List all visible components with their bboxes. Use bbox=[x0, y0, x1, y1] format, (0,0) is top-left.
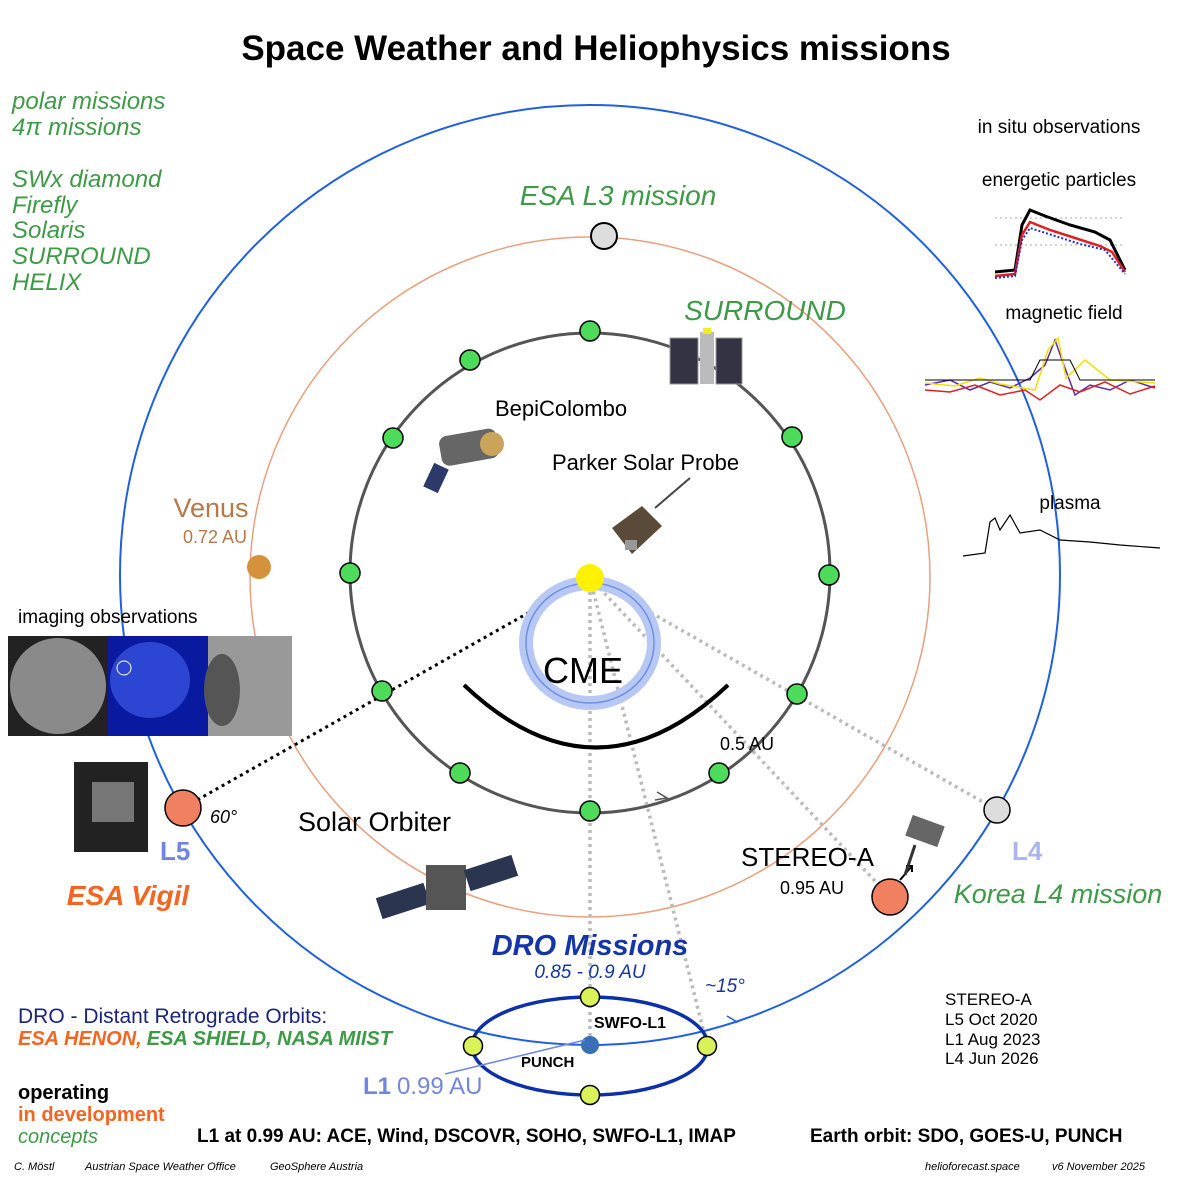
concept-item: polar missions bbox=[11, 88, 165, 115]
venus-distance: 0.72 AU bbox=[183, 527, 247, 547]
cme-label: CME bbox=[543, 650, 623, 691]
earth-icon bbox=[581, 1036, 599, 1054]
stereo-history-item: STEREO-A bbox=[945, 990, 1033, 1009]
legend-operating: operating bbox=[18, 1082, 109, 1104]
footer-author: C. Möstl bbox=[14, 1161, 55, 1173]
imaging-label: imaging observations bbox=[18, 607, 198, 628]
concept-item: Firefly bbox=[12, 192, 79, 219]
dro-legend-missions: ESA HENON,ESA SHIELD, NASA MIIST bbox=[18, 1028, 394, 1050]
solar-orbiter-spacecraft-icon bbox=[375, 854, 519, 920]
footer: C. Möstl Austrian Space Weather Office G… bbox=[14, 1161, 1146, 1173]
l5-point bbox=[164, 789, 202, 827]
half-au-label: 0.5 AU bbox=[720, 734, 774, 754]
esa-l3-label: ESA L3 mission bbox=[520, 180, 717, 211]
sun-icon bbox=[576, 564, 604, 592]
surround-spacecraft-icon bbox=[669, 328, 743, 385]
concept-item: HELIX bbox=[12, 269, 82, 296]
concept-item: Solaris bbox=[12, 217, 85, 244]
page-title: Space Weather and Heliophysics missions bbox=[241, 29, 950, 68]
solar-orbiter-label: Solar Orbiter bbox=[298, 807, 451, 837]
earth-orbit-missions-line: Earth orbit: SDO, GOES-U, PUNCH bbox=[810, 1126, 1122, 1147]
venus-icon bbox=[247, 555, 271, 579]
dro-points bbox=[462, 986, 718, 1106]
imaging-panels bbox=[8, 636, 292, 736]
dro-concept-missions: ESA SHIELD, NASA MIIST bbox=[147, 1028, 394, 1050]
stereo-history: STEREO-A L5 Oct 2020 L1 Aug 2023 L4 Jun … bbox=[945, 990, 1040, 1068]
l1-pointer bbox=[444, 1039, 586, 1075]
stereo-a-distance: 0.95 AU bbox=[780, 878, 844, 898]
footer-site: helioforecast.space bbox=[925, 1161, 1020, 1173]
l1-label: L1 bbox=[363, 1073, 391, 1100]
dro-legend-title: DRO - Distant Retrograde Orbits: bbox=[18, 1005, 327, 1028]
bepicolombo-label: BepiColombo bbox=[495, 396, 627, 421]
energetic-particles-plot bbox=[994, 208, 1127, 279]
plasma-plot bbox=[962, 513, 1161, 557]
l4-label: L4 bbox=[1012, 836, 1043, 866]
l5-label: L5 bbox=[160, 836, 190, 866]
esa-vigil-label: ESA Vigil bbox=[67, 880, 191, 911]
footer-version: v6 November 2025 bbox=[1052, 1161, 1146, 1173]
concept-item: SWx diamond bbox=[12, 166, 162, 193]
parker-label: Parker Solar Probe bbox=[552, 450, 739, 475]
concept-item: SURROUND bbox=[12, 243, 151, 270]
concept-item: 4π missions bbox=[12, 114, 141, 141]
in-situ-panel-label: magnetic field bbox=[1005, 303, 1122, 324]
bepicolombo-spacecraft-icon bbox=[423, 428, 504, 494]
l1-distance: 0.99 AU bbox=[397, 1073, 482, 1100]
swfo-label: SWFO-L1 bbox=[594, 1015, 666, 1032]
dro-distance: 0.85 - 0.9 AU bbox=[534, 962, 646, 983]
sun-magnetogram-image bbox=[10, 638, 106, 734]
parker-spacecraft-icon bbox=[612, 477, 691, 554]
l1-missions-line: L1 at 0.99 AU: ACE, Wind, DSCOVR, SOHO, … bbox=[197, 1126, 736, 1147]
venus-label: Venus bbox=[173, 493, 248, 523]
stereo-a-spacecraft-icon bbox=[903, 814, 945, 876]
dro-missions-label: DRO Missions bbox=[492, 930, 689, 962]
concepts-list: polar missions 4π missions SWx diamond F… bbox=[11, 88, 165, 296]
polar-mission-dots bbox=[339, 320, 840, 822]
stereo-history-item: L1 Aug 2023 bbox=[945, 1030, 1040, 1049]
korea-l4-label: Korea L4 mission bbox=[954, 879, 1163, 909]
shock-front bbox=[462, 683, 730, 750]
l3-point bbox=[590, 222, 618, 250]
in-situ-panel-label: energetic particles bbox=[982, 170, 1136, 191]
in-situ-title: in situ observations bbox=[978, 117, 1141, 138]
stereo-history-item: L4 Jun 2026 bbox=[945, 1049, 1039, 1068]
l4-point bbox=[983, 796, 1011, 824]
magnetic-field-plot bbox=[924, 336, 1156, 401]
stereo-history-item: L5 Oct 2020 bbox=[945, 1010, 1038, 1029]
surround-label: SURROUND bbox=[684, 295, 846, 326]
orbit-arrow-icon bbox=[654, 791, 670, 801]
footer-org: GeoSphere Austria bbox=[270, 1161, 363, 1173]
dro-dev-missions: ESA HENON, bbox=[18, 1028, 142, 1050]
earth-orbit-arrow-icon bbox=[724, 1015, 739, 1026]
stereo-a-label: STEREO-A bbox=[741, 842, 875, 872]
coronagraph-image bbox=[110, 642, 190, 718]
legend-concepts: concepts bbox=[18, 1126, 98, 1148]
stereo-a-point bbox=[871, 878, 909, 916]
legend-in-development: in development bbox=[18, 1104, 165, 1126]
footer-office: Austrian Space Weather Office bbox=[84, 1161, 236, 1173]
in-situ-panel-label: plasma bbox=[1039, 493, 1101, 514]
punch-label: PUNCH bbox=[521, 1054, 574, 1071]
angle-60-label: 60° bbox=[210, 807, 237, 827]
angle-15-label: ~15° bbox=[705, 976, 745, 997]
